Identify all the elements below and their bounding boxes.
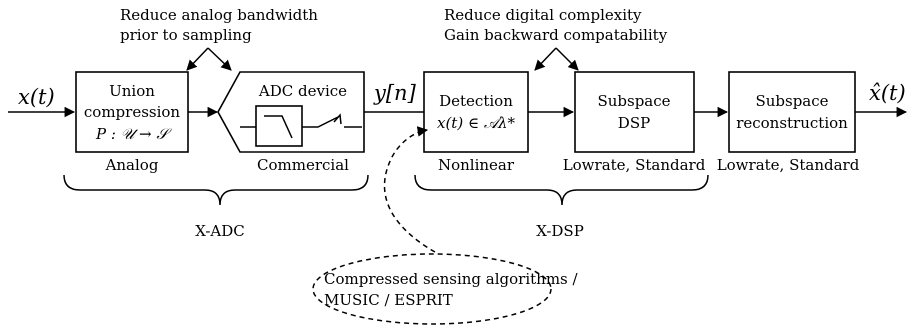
reconstruction-line1: Subspace: [755, 92, 828, 110]
xdsp-group-label: X-DSP: [536, 222, 584, 240]
xadc-brace: [63, 174, 369, 206]
callout-line2: MUSIC / ESPRIT: [324, 291, 453, 309]
analog-annotation-arrow-right: [207, 47, 232, 71]
detection-caption: Nonlinear: [438, 156, 515, 174]
sampler-switch-icon: [302, 116, 339, 128]
sampler-switch-arrowhead: [333, 113, 342, 125]
subspace-reconstruction-block: [728, 71, 856, 153]
detection-condition: x(t) ∈ 𝒜λ*: [437, 114, 516, 132]
reconstruction-line2: reconstruction: [736, 114, 848, 132]
dsp-caption: Lowrate, Standard: [563, 156, 706, 174]
detection-line1: Detection: [439, 92, 513, 110]
detection-block: [423, 71, 529, 153]
analog-annotation-arrow-left: [186, 47, 209, 71]
union-mapping: P : 𝒰 → 𝒮: [95, 125, 172, 143]
dsp-line1: Subspace: [597, 92, 670, 110]
lowpass-filter-icon: [255, 105, 303, 147]
adc-caption: Commercial: [257, 156, 349, 174]
analog-annotation-line1: Reduce analog bandwidth: [120, 6, 318, 24]
analog-annotation-line2: prior to sampling: [120, 26, 252, 44]
digital-annotation-line2: Gain backward compatability: [444, 26, 668, 44]
input-signal-label: x(t): [18, 85, 55, 109]
union-caption: Analog: [105, 156, 159, 174]
callout-line1: Compressed sensing algorithms /: [324, 270, 579, 288]
digital-annotation-line1: Reduce digital complexity: [444, 6, 642, 24]
dsp-line2: DSP: [618, 114, 650, 132]
reconstruction-caption: Lowrate, Standard: [717, 156, 860, 174]
xdsp-brace: [414, 174, 709, 206]
adc-title: ADC device: [258, 82, 347, 100]
union-line1: Union: [109, 82, 155, 100]
subspace-dsp-block: [574, 71, 695, 153]
callout-ellipse: [312, 253, 552, 325]
samples-signal-label: y[n]: [373, 81, 417, 105]
union-line2: compression: [84, 103, 181, 121]
lowpass-response-curve: [264, 115, 293, 139]
union-compression-block: [75, 71, 189, 153]
digital-annotation-arrow-left: [534, 47, 557, 71]
digital-annotation-arrow-right: [555, 47, 579, 71]
output-signal-label: x̂(t): [869, 81, 906, 105]
callout-dashed-arrow: [383, 126, 436, 253]
xadc-group-label: X-ADC: [195, 222, 245, 240]
